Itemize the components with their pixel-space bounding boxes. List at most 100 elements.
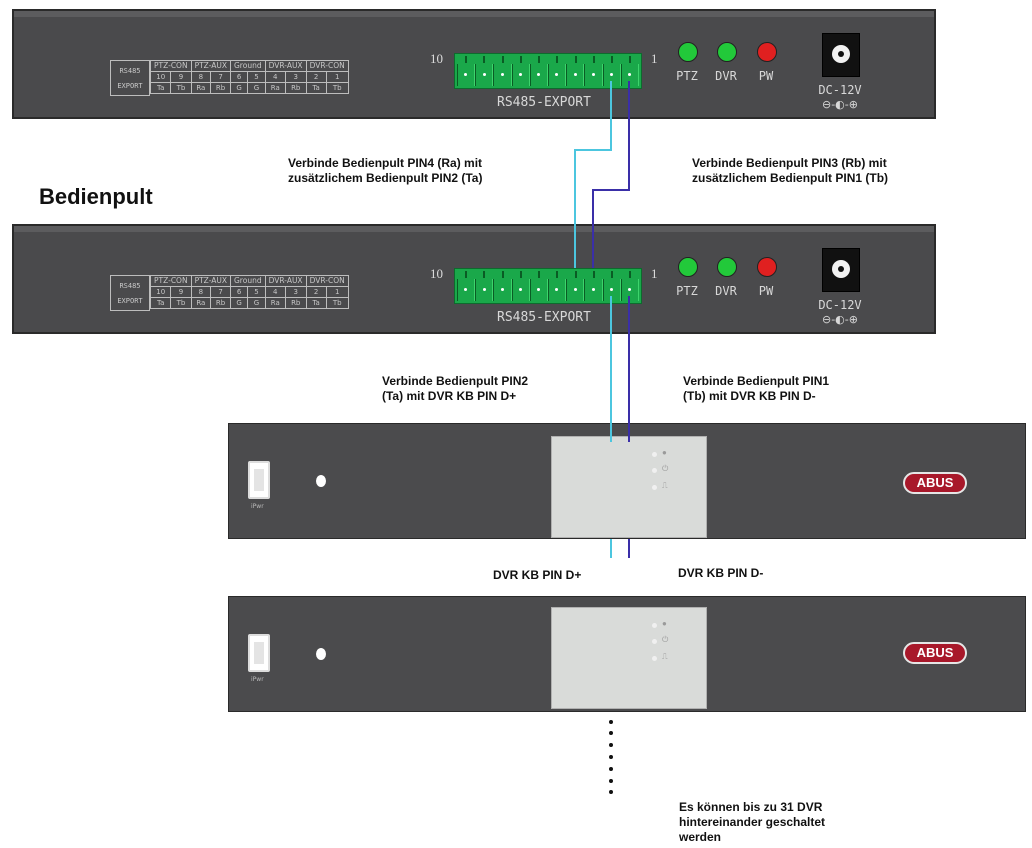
ptz-led-label: PTZ (676, 69, 698, 83)
panel-rim (14, 11, 934, 17)
continuation-dot (609, 755, 613, 759)
hdd-icon: ● (662, 619, 667, 628)
terminal-pin-3 (584, 271, 603, 301)
pin-number: 8 (190, 71, 212, 83)
terminal-pin-10 (457, 271, 476, 301)
pin-signal: Ra (190, 82, 212, 94)
pw-led-label: PW (758, 284, 774, 298)
continuation-dot (609, 720, 613, 724)
status-led-3 (652, 656, 657, 661)
pin-signal: Ta (305, 297, 327, 309)
terminal-pin-7 (511, 56, 530, 86)
terminal-pin-9 (475, 271, 494, 301)
panel-rim (14, 226, 934, 232)
label-dvr-dplus: DVR KB PIN D+ (493, 568, 582, 582)
pin-number: 1 (325, 286, 349, 298)
power-button (316, 475, 326, 487)
terminal-pin-9 (475, 56, 494, 86)
pin-number: 7 (210, 286, 231, 298)
pin-number: 10 (149, 286, 172, 298)
terminal-pin-8 (493, 271, 512, 301)
pin-number: 7 (210, 71, 231, 83)
terminal-pin-3 (584, 56, 603, 86)
pin-assignment-table: PTZ-CON PTZ-AUX Ground DVR-AUX DVR-CON 1… (149, 275, 349, 309)
pin-signal-row: Ta Tb Ra Rb G G Ra Rb Ta Tb (149, 297, 349, 309)
front-window: ● ⏻ ⎍ (551, 436, 707, 538)
terminal-pin-8 (493, 56, 512, 86)
power-icon: ⏻ (662, 635, 669, 644)
pw-led (757, 257, 777, 277)
dc-jack-socket (832, 260, 850, 278)
pin-number: 5 (247, 286, 266, 298)
pin-number: 8 (190, 286, 212, 298)
dc-12v-label: DC-12V (818, 83, 862, 97)
terminal-pin-4 (566, 56, 585, 86)
status-led-1 (652, 623, 657, 628)
bedienpult-title: Bedienpult (39, 184, 153, 209)
pin-signal: Tb (170, 297, 192, 309)
terminal-pin-5 (548, 271, 567, 301)
dvr-led-label: DVR (715, 284, 737, 298)
continuation-dot (609, 743, 613, 747)
pin-signal: Rb (210, 82, 231, 94)
group-ground: Ground (230, 60, 266, 72)
dvr-led (717, 257, 737, 277)
terminal-pin-2 (602, 271, 621, 301)
power-icon: ⏻ (662, 464, 669, 473)
terminal-pin-1 (620, 56, 640, 86)
pin-signal: Rb (284, 297, 307, 309)
pin-signal: Ra (264, 82, 286, 94)
continuation-dot (609, 790, 613, 794)
pin-number: 3 (284, 71, 307, 83)
continuation-dot (609, 731, 613, 735)
terminal-label: RS485-EXPORT (497, 310, 591, 325)
group-dvr-aux: DVR-AUX (264, 275, 307, 287)
polarity-symbol: ⊖-◐-⊕ (822, 98, 858, 111)
pin-number: 4 (264, 71, 286, 83)
pin-group-row: PTZ-CON PTZ-AUX Ground DVR-AUX DVR-CON (150, 60, 349, 72)
pin-number: 3 (284, 286, 307, 298)
dc-jack (822, 248, 860, 292)
dvr-led-label: DVR (715, 69, 737, 83)
pin-signal: Tb (325, 82, 349, 94)
terminal-end-number: 1 (651, 266, 658, 281)
ptz-led-label: PTZ (676, 284, 698, 298)
terminal-pin-4 (566, 271, 585, 301)
group-ptz-con: PTZ-CON (150, 60, 192, 72)
pin-signal: Tb (325, 297, 349, 309)
status-led-1 (652, 452, 657, 457)
usb-port (248, 461, 270, 499)
continuation-dot (609, 779, 613, 783)
label-pin2-to-dplus: Verbinde Bedienpult PIN2 (Ta) mit DVR KB… (382, 374, 529, 403)
terminal-pin-5 (548, 56, 567, 86)
pin-number: 2 (305, 71, 327, 83)
pin-number: 6 (229, 71, 249, 83)
terminal-start-number: 10 (430, 51, 443, 66)
rs485-export-side-label: RS485 EXPORT (110, 275, 150, 311)
group-dvr-con: DVR-CON (305, 60, 349, 72)
status-led-2 (652, 639, 657, 644)
control-panel-second: RS485 EXPORT PTZ-CON PTZ-AUX Ground DVR-… (12, 224, 936, 334)
status-led-3 (652, 485, 657, 490)
dvr-led (717, 42, 737, 62)
pin-signal-row: Ta Tb Ra Rb G G Ra Rb Ta Tb (149, 82, 349, 94)
ptz-led (678, 42, 698, 62)
label-pin4-to-pin2: Verbinde Bedienpult PIN4 (Ra) mit zusätz… (288, 156, 483, 185)
group-ptz-aux: PTZ-AUX (190, 275, 232, 287)
ptz-led (678, 257, 698, 277)
pin-signal: Ra (190, 297, 212, 309)
pin-signal: Rb (284, 82, 307, 94)
pin-assignment-table: PTZ-CON PTZ-AUX Ground DVR-AUX DVR-CON 1… (149, 60, 349, 94)
group-dvr-aux: DVR-AUX (264, 60, 307, 72)
group-dvr-con: DVR-CON (305, 275, 349, 287)
terminal-pin-6 (529, 56, 549, 86)
dvr-unit-1: iPwr ● ⏻ ⎍ ABUS (228, 423, 1026, 539)
rs485-terminal-block (454, 53, 642, 89)
status-led-2 (652, 468, 657, 473)
pin-number: 10 (149, 71, 172, 83)
dc-jack-socket (832, 45, 850, 63)
pin-number: 6 (229, 286, 249, 298)
network-icon: ⎍ (662, 652, 668, 661)
terminal-pin-1 (620, 271, 640, 301)
label-pin1-to-dminus: Verbinde Bedienpult PIN1 (Tb) mit DVR KB… (683, 374, 830, 403)
